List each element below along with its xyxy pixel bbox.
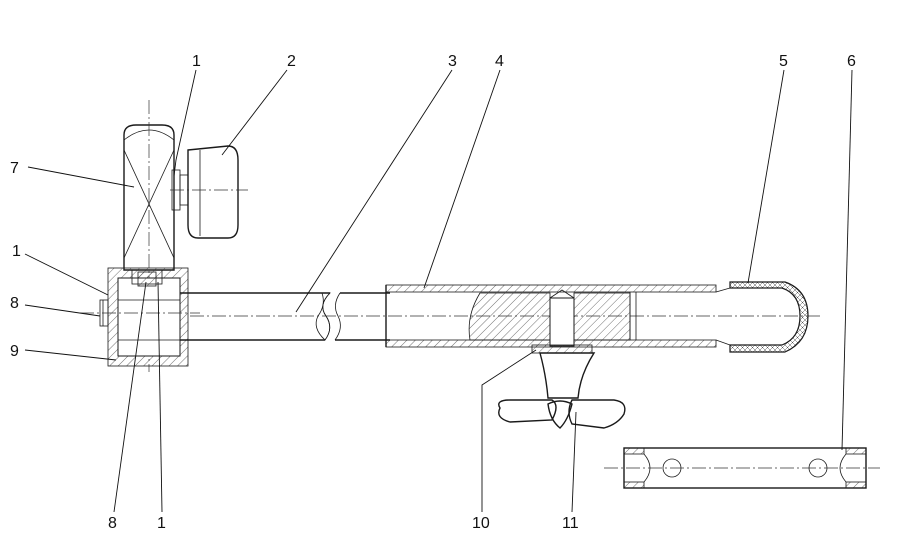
label-3: 3 xyxy=(448,53,457,70)
leader-lines xyxy=(24,69,853,513)
part-6-tube-spanner xyxy=(604,447,880,489)
label-10: 10 xyxy=(472,515,490,532)
clamp-housing xyxy=(80,267,200,367)
label-7: 7 xyxy=(10,160,19,177)
label-11: 11 xyxy=(562,515,579,532)
part-2-roller xyxy=(170,145,248,239)
label-8-bottom: 8 xyxy=(108,515,117,532)
label-4: 4 xyxy=(495,53,504,70)
part-7-upright-body xyxy=(123,100,175,372)
label-8-left: 8 xyxy=(10,295,19,312)
label-1-top: 1 xyxy=(192,53,201,70)
label-1-left: 1 xyxy=(12,243,21,260)
label-2: 2 xyxy=(287,53,296,70)
label-9: 9 xyxy=(10,343,19,360)
label-1-bottom: 1 xyxy=(157,515,166,532)
part-5-end-cap xyxy=(715,281,809,353)
part-11-knob xyxy=(498,344,626,429)
part-labels: 1 2 3 4 5 6 7 1 8 9 8 1 10 11 xyxy=(10,53,856,532)
part-4-sleeve xyxy=(385,284,717,348)
label-5: 5 xyxy=(779,53,788,70)
label-6: 6 xyxy=(847,53,856,70)
